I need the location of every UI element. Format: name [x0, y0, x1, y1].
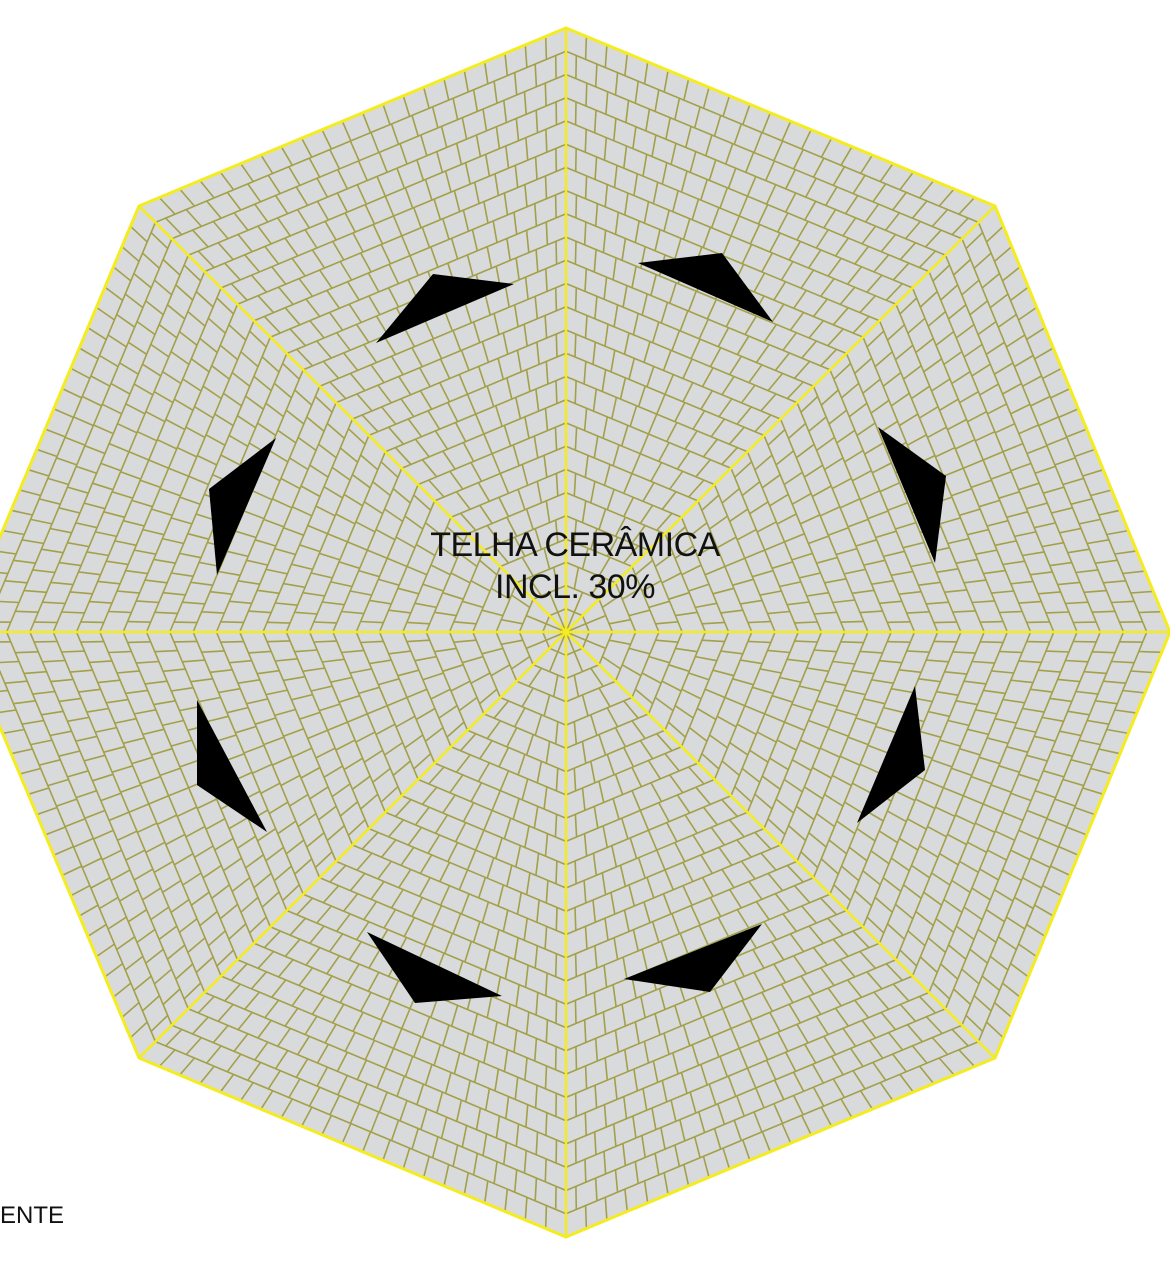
- slope-arrows: [197, 253, 946, 1003]
- slope-direction-arrow-icon: [857, 686, 925, 823]
- slope-direction-arrow-icon: [376, 274, 514, 343]
- roof-hip-lines: [0, 28, 1170, 1237]
- hip-line: [138, 631, 567, 1059]
- hip-line: [565, 631, 996, 1059]
- hip-line: [565, 205, 996, 633]
- slope-direction-arrow-icon: [209, 438, 276, 575]
- roof-slope-label: INCL. 30%: [495, 568, 655, 606]
- roof-octagon: [0, 26, 1170, 1239]
- roof-eave-outline: [0, 26, 1170, 1239]
- slope-direction-arrow-icon: [638, 253, 773, 322]
- slope-direction-arrow-icon: [624, 924, 762, 992]
- hip-line: [138, 205, 567, 633]
- slope-direction-arrow-icon: [878, 427, 946, 563]
- slope-direction-arrow-icon: [367, 932, 502, 1003]
- roof-material-label: TELHA CERÂMICA: [430, 526, 720, 564]
- roof-annotation: TELHA CERÂMICA INCL. 30%: [430, 524, 720, 608]
- slope-direction-arrow-icon: [197, 700, 267, 832]
- cut-off-label: ENTE: [0, 1202, 65, 1229]
